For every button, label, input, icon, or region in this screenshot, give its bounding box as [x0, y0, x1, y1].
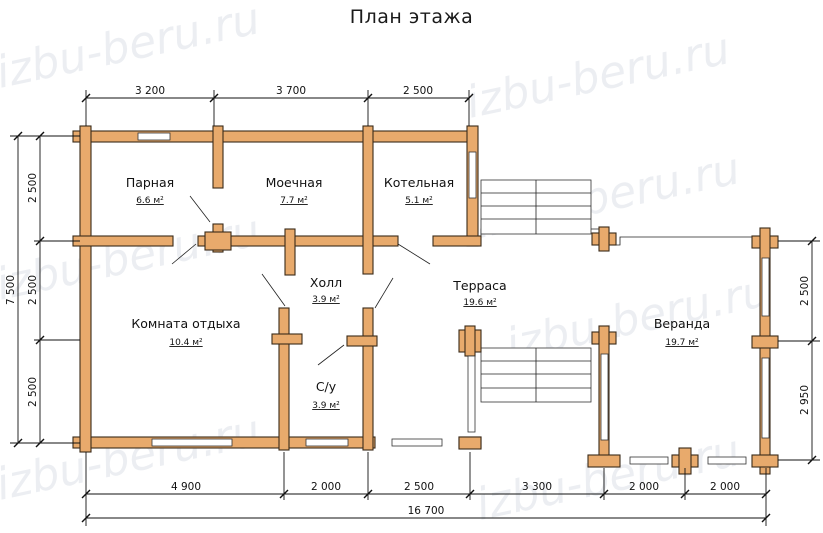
room-labels: Парная 6.6 м² Моечная 7.7 м² Котельная 5…	[126, 175, 710, 411]
dim-top-3: 2 500	[403, 85, 433, 97]
dim-overall: 16 700	[408, 505, 445, 517]
room-name-kotelnaya: Котельная	[384, 175, 454, 190]
dim-bottom-2: 2 000	[311, 481, 341, 493]
room-name-komnata-otdykha: Комната отдыха	[131, 316, 240, 331]
room-area-parnaya: 6.6 м²	[136, 196, 164, 206]
room-area-komnata-otdykha: 10.4 м²	[169, 338, 203, 348]
dimension-left: 7 500 2 500 2 500 2 500	[5, 131, 80, 448]
room-name-veranda: Веранда	[654, 316, 710, 331]
doors	[171, 195, 431, 366]
windows	[137, 132, 770, 465]
dim-right-1: 2 500	[799, 276, 811, 306]
dim-bottom-6: 2 000	[710, 481, 740, 493]
dim-left-3: 2 500	[27, 377, 39, 407]
plan-title: План этажа	[349, 6, 474, 28]
dim-bottom-1: 4 900	[171, 481, 201, 493]
room-area-su: 3.9 м²	[312, 401, 340, 411]
room-name-terrasa: Терраса	[452, 278, 506, 293]
dim-bottom-5: 2 000	[629, 481, 659, 493]
watermark-group: izbu-beru.ru izbu-beru.ru izbu-beru.ru i…	[0, 0, 774, 531]
room-area-veranda: 19.7 м²	[665, 338, 699, 348]
room-name-moechnaya: Моечная	[266, 175, 323, 190]
room-name-holl: Холл	[310, 275, 342, 290]
room-area-moechnaya: 7.7 м²	[280, 196, 308, 206]
room-name-su: С/у	[316, 379, 337, 394]
dim-top-1: 3 200	[135, 85, 165, 97]
dim-top-2: 3 700	[276, 85, 306, 97]
dim-bottom-4: 3 300	[522, 481, 552, 493]
watermark: izbu-beru.ru	[0, 0, 264, 99]
dim-left-2: 2 500	[27, 275, 39, 305]
stairs-bottom	[480, 347, 592, 403]
dim-left-1: 2 500	[27, 173, 39, 203]
room-name-parnaya: Парная	[126, 175, 174, 190]
watermark: izbu-beru.ru	[462, 23, 735, 129]
dimension-top: 3 200 3 700 2 500	[81, 85, 474, 126]
dimension-bottom: 4 900 2 000 2 500 3 300 2 000 2 000 16 7…	[81, 452, 771, 526]
room-area-terrasa: 19.6 м²	[463, 298, 497, 308]
room-area-holl: 3.9 м²	[312, 295, 340, 305]
room-area-kotelnaya: 5.1 м²	[405, 196, 433, 206]
dimension-right: 2 500 2 950	[778, 236, 820, 465]
dim-bottom-3: 2 500	[404, 481, 434, 493]
dim-right-2: 2 950	[799, 385, 811, 415]
stairs-top	[480, 179, 592, 235]
dim-left-total: 7 500	[5, 275, 17, 305]
